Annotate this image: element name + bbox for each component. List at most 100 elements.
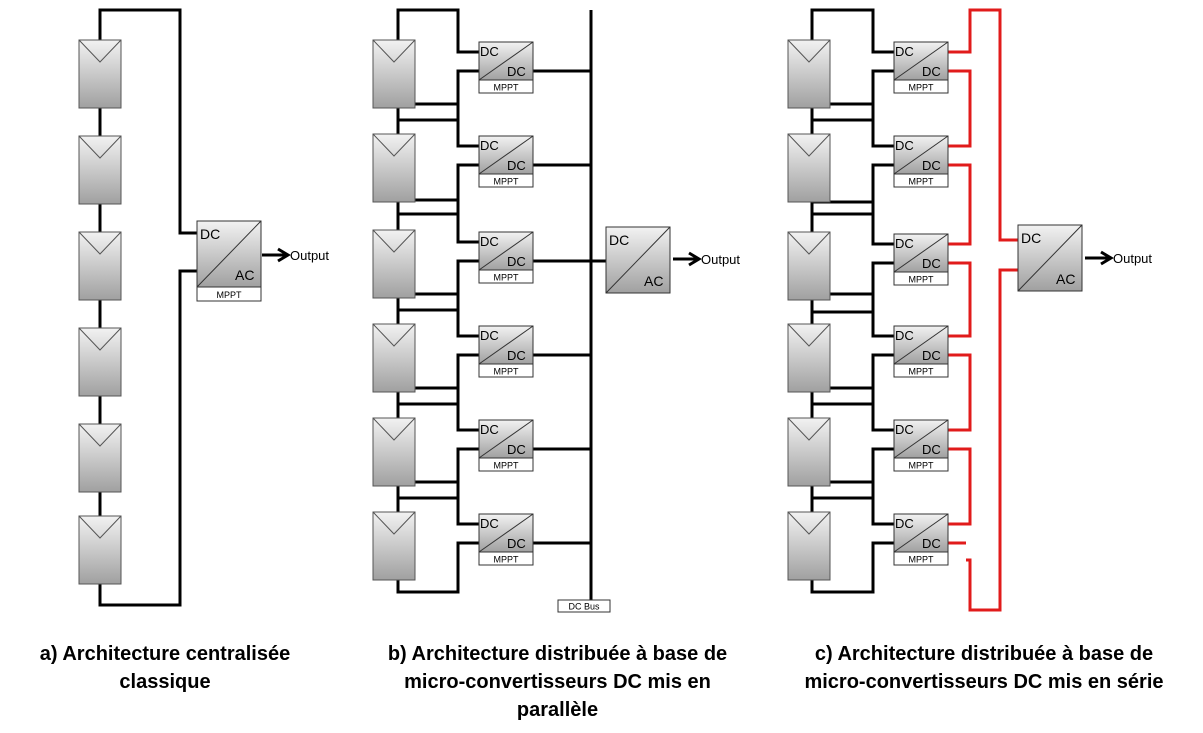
inverter-diagonal [605, 226, 671, 294]
pv-module [787, 231, 831, 301]
caption-architecture-a: a) Architecture centralisée classique [0, 640, 330, 696]
mppt-label: MPPT [493, 177, 519, 187]
module-wire-positive [396, 102, 479, 148]
caption-line: classique [119, 671, 211, 693]
mppt-box [478, 79, 534, 94]
mppt-box [196, 286, 262, 302]
mppt-label: MPPT [908, 275, 934, 285]
caption-line: parallèle [516, 699, 599, 721]
pv-module [78, 231, 122, 301]
pv-module-body [78, 135, 122, 205]
converter-diagonal [893, 41, 949, 81]
converter-input-label: DC [480, 328, 499, 343]
converter-diagonal [478, 135, 534, 175]
mppt-label: MPPT [493, 461, 519, 471]
converter-diagonal [478, 325, 534, 365]
mppt-box [478, 269, 534, 284]
pv-module [372, 323, 416, 393]
series-return-negative [966, 268, 1018, 612]
converter-output-label: DC [507, 442, 526, 457]
pv-module [787, 133, 831, 203]
pv-module-cell-mark [372, 323, 416, 347]
pv-module [78, 423, 122, 493]
module-wire-positive [810, 102, 894, 148]
mppt-box [893, 457, 949, 472]
pv-module [787, 39, 831, 109]
series-link [966, 447, 972, 526]
pv-module [372, 417, 416, 487]
pv-module-cell-mark [372, 229, 416, 253]
converter-input-label: DC [895, 422, 914, 437]
pv-module-body [372, 511, 416, 581]
pv-module-cell-mark [78, 231, 122, 255]
converter-output-label: DC [507, 254, 526, 269]
converter-diagonal [893, 233, 949, 273]
pv-module-body [787, 231, 831, 301]
mppt-label: MPPT [908, 367, 934, 377]
converter-input-label: DC [480, 44, 499, 59]
inverter-dc-label: DC [200, 226, 220, 242]
mppt-box [478, 173, 534, 188]
converter-input-label: DC [480, 422, 499, 437]
pv-module-cell-mark [372, 133, 416, 157]
pv-module-body [787, 511, 831, 581]
pv-module-cell-mark [372, 417, 416, 441]
module-wire-positive [810, 8, 894, 54]
architecture-diagram: DCACMPPTOutputDCDCMPPTDCDCMPPTDCDCMPPTDC… [78, 8, 1152, 613]
pv-module-body [372, 417, 416, 487]
converter-input-label: DC [895, 44, 914, 59]
converter-diagonal [893, 513, 949, 553]
converter-input-label: DC [480, 234, 499, 249]
inverter-dc-label: DC [1021, 230, 1041, 246]
inverter-ac-label: AC [644, 273, 663, 289]
pv-module [78, 39, 122, 109]
module-wire-positive [396, 8, 479, 54]
converter-output-label: DC [922, 348, 941, 363]
inverter-ac-label: AC [235, 267, 254, 283]
mppt-label: MPPT [216, 290, 242, 300]
module-wire-negative [396, 541, 479, 594]
mppt-box [478, 457, 534, 472]
caption-architecture-c: c) Architecture distribuée à base de mic… [765, 640, 1203, 696]
converter-diagonal [893, 135, 949, 175]
pv-module-body [78, 515, 122, 585]
inverter-diagonal [196, 220, 262, 288]
mppt-box [893, 363, 949, 378]
converter-diagonal [893, 419, 949, 459]
converter-input-label: DC [895, 516, 914, 531]
converter-diagonal [478, 419, 534, 459]
pv-module-cell-mark [787, 511, 831, 535]
caption-line: micro-convertisseurs DC mis en série [804, 671, 1164, 693]
pv-module-body [78, 231, 122, 301]
pv-module-body [787, 39, 831, 109]
mppt-label: MPPT [493, 367, 519, 377]
inverter-ac-label: AC [1056, 271, 1075, 287]
pv-module-cell-mark [78, 515, 122, 539]
pv-module [787, 511, 831, 581]
converter-diagonal [478, 231, 534, 271]
module-wire-positive [396, 292, 479, 338]
series-link [966, 69, 972, 148]
series-link [966, 261, 972, 338]
mppt-box [893, 551, 949, 566]
pv-module [372, 229, 416, 299]
pv-module [78, 327, 122, 397]
converter-output-label: DC [507, 536, 526, 551]
output-arrow-head [688, 251, 702, 267]
pv-module-body [78, 327, 122, 397]
caption-line: b) Architecture distribuée à base de [387, 643, 728, 665]
output-label: Output [1113, 251, 1152, 266]
pv-module [372, 511, 416, 581]
pv-module-body [372, 323, 416, 393]
mppt-box [893, 79, 949, 94]
mppt-label: MPPT [493, 273, 519, 283]
pv-module-body [787, 323, 831, 393]
series-link [966, 353, 972, 432]
pv-module [787, 323, 831, 393]
mppt-label: MPPT [908, 177, 934, 187]
mppt-label: MPPT [908, 83, 934, 93]
mppt-label: MPPT [493, 555, 519, 565]
pv-module [787, 417, 831, 487]
module-wire-negative [810, 541, 894, 594]
caption-line: a) Architecture centralisée [39, 643, 291, 665]
